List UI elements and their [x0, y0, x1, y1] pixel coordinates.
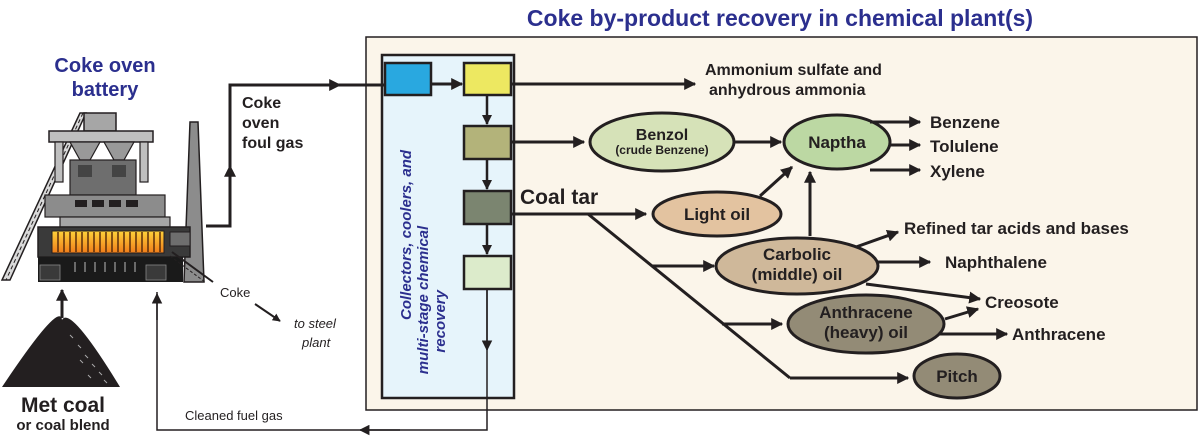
steel-label-2: plant	[301, 335, 332, 350]
plant-title: Coke by-product recovery in chemical pla…	[527, 5, 1033, 31]
stage-box-5	[462, 254, 513, 291]
foul-gas-label-1: Coke	[242, 95, 281, 112]
ammonium-label-2: anhydrous ammonia	[709, 82, 866, 99]
naphthalene-label: Naphthalene	[945, 253, 1047, 272]
coal-tar-label: Coal tar	[520, 186, 598, 209]
battery-title-1: Coke oven	[54, 55, 155, 77]
light-oil-label: Light oil	[684, 205, 750, 224]
foul-gas-line	[206, 83, 385, 228]
coal-label-2: or coal blend	[16, 417, 109, 434]
carbolic-label-2: (middle) oil	[752, 265, 843, 284]
coke-oven-battery-illustration	[0, 112, 214, 283]
benzol-sub-label: (crude Benzene)	[615, 143, 708, 157]
coal-texture	[69, 334, 108, 384]
coal-pile-icon	[2, 316, 120, 387]
anthracene-oil-label-2: (heavy) oil	[824, 323, 908, 342]
coal-label-1: Met coal	[21, 394, 105, 417]
pitch-node	[912, 352, 1002, 400]
foul-gas-label-3: foul gas	[242, 135, 303, 152]
collector-label-1: Collectors, coolers, and	[398, 149, 415, 320]
arrow-anthracene-creosote	[944, 306, 980, 321]
benzol-label: Benzol	[636, 127, 688, 144]
light-oil-node	[651, 190, 783, 238]
stage-box-4	[462, 189, 513, 226]
foul-gas-label-2: oven	[242, 115, 279, 132]
arrow-lightoil-naptha	[758, 165, 794, 198]
anthracene-label: Anthracene	[1012, 325, 1106, 344]
carbolic-oil-node	[714, 236, 880, 296]
battery-title-2: battery	[72, 79, 140, 101]
stage-box-1	[383, 61, 433, 97]
collector-label-3: recovery	[432, 289, 449, 352]
naptha-node	[782, 113, 892, 171]
coke-label: Coke	[220, 285, 250, 300]
coal-tar-branch-line	[587, 212, 791, 380]
arrow-coke-to-steel	[254, 303, 281, 322]
naptha-label: Naptha	[808, 133, 866, 152]
steel-label-1: to steel	[294, 316, 337, 331]
benzene-label: Benzene	[930, 113, 1000, 132]
anthracene-oil-label-1: Anthracene	[819, 303, 913, 322]
ammonium-label-1: Ammonium sulfate and	[705, 62, 882, 79]
xylene-label: Xylene	[930, 162, 985, 181]
arrow-to-tar-acids	[855, 229, 900, 249]
tar-acids-label: Refined tar acids and bases	[904, 219, 1129, 238]
cleaned-gas-line	[156, 289, 488, 431]
carbolic-label-1: Carbolic	[763, 245, 831, 264]
pitch-label: Pitch	[936, 367, 978, 386]
stage-box-3	[462, 124, 513, 161]
collector-label-2: multi-stage chemical	[415, 225, 432, 374]
arrow-carbolic-creosote	[865, 282, 982, 304]
anthracene-oil-node	[786, 293, 946, 355]
creosote-label: Creosote	[985, 293, 1059, 312]
toluene-label: Tolulene	[930, 137, 999, 156]
stage-box-2	[462, 61, 513, 97]
cleaned-gas-label: Cleaned fuel gas	[185, 408, 283, 423]
